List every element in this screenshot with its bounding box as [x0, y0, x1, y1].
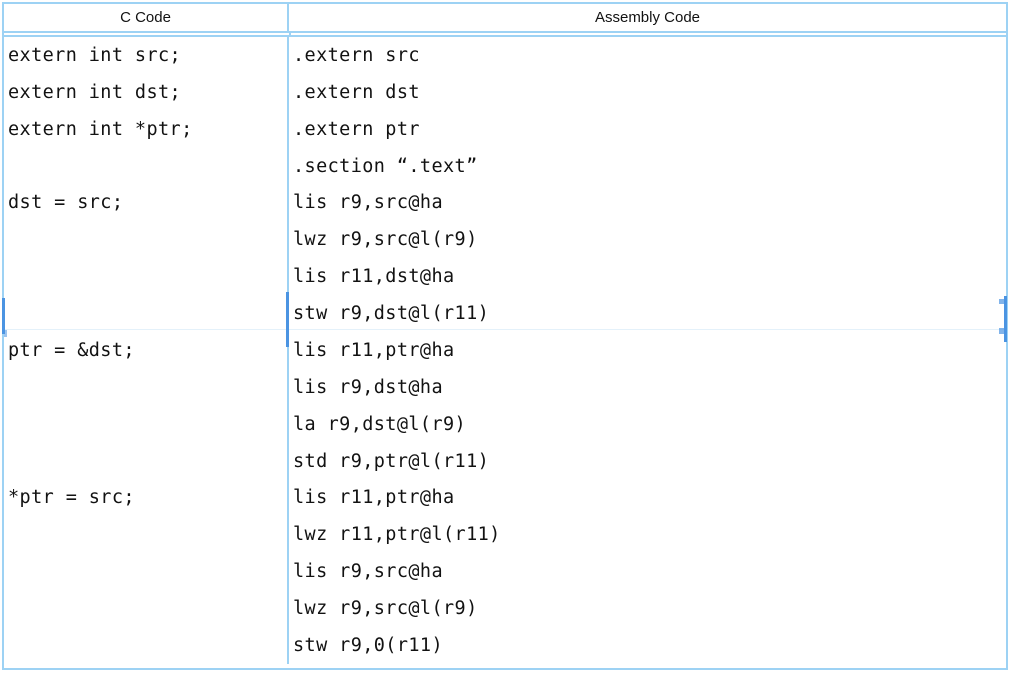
assembly-code-column: .extern src .extern dst .extern ptr .sec…	[289, 37, 1006, 664]
row-break-marker-middle	[286, 292, 289, 347]
empty-line	[4, 516, 287, 553]
c-code-column: extern int src; extern int dst; extern i…	[4, 37, 289, 664]
empty-line	[4, 295, 287, 332]
c-code-line: extern int *ptr;	[8, 118, 193, 140]
asm-code-line: lis r11,ptr@ha	[293, 487, 455, 509]
row-break-tick-top	[999, 299, 1005, 304]
asm-code-line: .extern dst	[293, 81, 420, 103]
empty-line	[4, 406, 287, 443]
table-header-row: C Code Assembly Code	[4, 4, 1006, 33]
column-header-assembly-code: Assembly Code	[594, 9, 701, 26]
row-break-marker-left	[2, 298, 5, 334]
column-header-c-code: C Code	[4, 4, 289, 31]
asm-code-line: lis r9,src@ha	[293, 192, 443, 214]
row-break-marker-right	[1004, 296, 1007, 342]
asm-code-line: lwz r9,src@l(r9)	[293, 229, 478, 251]
asm-code-line: lis r9,dst@ha	[293, 376, 443, 398]
empty-line	[4, 553, 287, 590]
asm-code-line: la r9,dst@l(r9)	[293, 413, 467, 435]
empty-line	[4, 443, 287, 480]
asm-code-line: stw r9,0(r11)	[293, 634, 443, 656]
empty-line	[4, 258, 287, 295]
c-code-line: *ptr = src;	[8, 487, 135, 509]
row-break-line	[4, 329, 1005, 330]
asm-code-line: std r9,ptr@l(r11)	[293, 450, 490, 472]
asm-code-line: lis r11,dst@ha	[293, 266, 455, 288]
c-code-line: dst = src;	[8, 192, 124, 214]
table-body: extern int src; extern int dst; extern i…	[4, 37, 1006, 664]
empty-line	[4, 369, 287, 406]
asm-code-line: lwz r11,ptr@l(r11)	[293, 524, 501, 546]
empty-line	[4, 148, 287, 185]
asm-code-line: .extern ptr	[293, 118, 420, 140]
asm-code-line: lis r9,src@ha	[293, 561, 443, 583]
empty-line	[4, 627, 287, 664]
c-code-line: extern int src;	[8, 44, 182, 66]
asm-code-line: .section “.text”	[293, 155, 478, 177]
empty-line	[4, 590, 287, 627]
asm-code-line: stw r9,dst@l(r11)	[293, 303, 490, 325]
c-code-line: ptr = &dst;	[8, 339, 135, 361]
row-break-tick-bottom	[999, 328, 1005, 334]
column-divider-segment	[289, 33, 291, 35]
asm-code-line: lis r11,ptr@ha	[293, 339, 455, 361]
empty-line	[4, 221, 287, 258]
header-double-rule	[4, 33, 1006, 37]
asm-code-line: .extern src	[293, 44, 420, 66]
c-code-line: extern int dst;	[8, 81, 182, 103]
row-break-notch-left	[4, 330, 7, 337]
asm-code-line: lwz r9,src@l(r9)	[293, 598, 478, 620]
